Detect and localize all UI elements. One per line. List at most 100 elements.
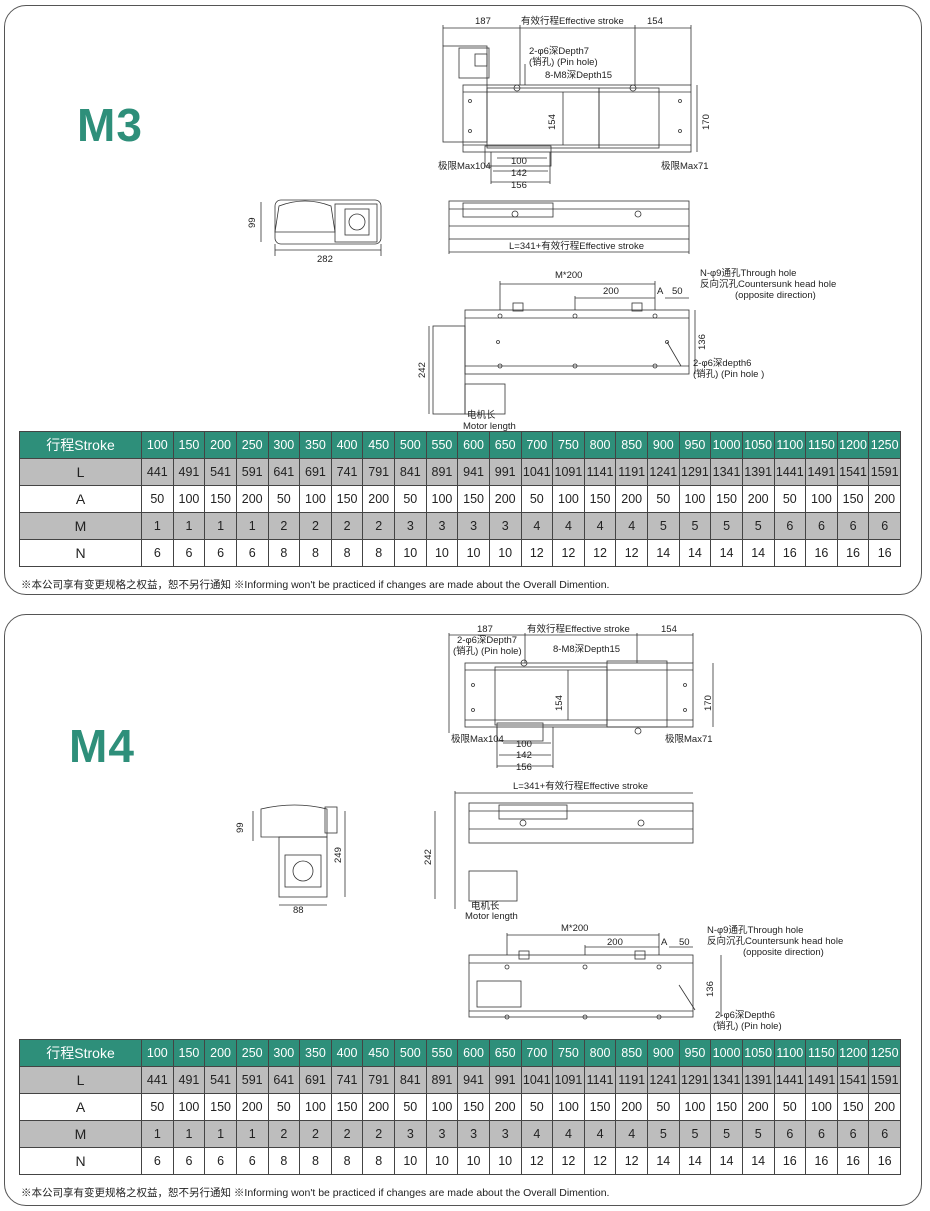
table-cell: 8 <box>267 539 301 567</box>
table-cell: 14 <box>678 1147 712 1175</box>
end-dim-282: 282 <box>317 254 333 265</box>
table-cell: 6 <box>868 512 901 540</box>
table-cell: 850 <box>615 431 648 459</box>
table-cell: 991 <box>488 458 522 486</box>
row-header: M <box>19 1120 142 1148</box>
table-cell: 14 <box>647 1147 680 1175</box>
table-cell: 691 <box>299 1066 332 1094</box>
row-header: A <box>19 1093 142 1121</box>
table-cell: 1 <box>235 1120 269 1148</box>
table-cell: 2 <box>330 512 364 540</box>
table-cell: 800 <box>583 431 617 459</box>
table-cell: 6 <box>235 539 269 567</box>
row-header: L <box>19 1066 142 1094</box>
table-cell: 50 <box>394 1093 427 1121</box>
dim-187: 187 <box>475 16 491 27</box>
table-cell: 100 <box>425 1093 459 1121</box>
label-limit-104: 极限Max104 <box>438 160 491 172</box>
label-thread: 8-M8深Depth15 <box>553 644 620 655</box>
label-countersunk: 反向沉孔Countersunk head hole <box>707 935 843 947</box>
table-cell: 1541 <box>836 1066 870 1094</box>
technical-drawing-m4: 187 有效行程Effective stroke 154 2-φ6深Depth7… <box>235 623 843 1032</box>
table-cell: 2 <box>299 1120 332 1148</box>
table-cell: 200 <box>362 1093 395 1121</box>
table-cell: 1391 <box>741 458 775 486</box>
table-cell: 600 <box>457 431 490 459</box>
table-cell: 5 <box>678 1120 712 1148</box>
table-cell: 50 <box>520 1093 554 1121</box>
label-through-hole: N-φ9通孔Through hole <box>707 925 803 936</box>
table-cell: 650 <box>488 431 522 459</box>
table-cell: 10 <box>488 539 522 567</box>
table-cell: 641 <box>267 1066 301 1094</box>
table-cell: 1000 <box>710 431 743 459</box>
table-cell: 750 <box>552 431 585 459</box>
table-cell: 6 <box>141 1147 174 1175</box>
table-cell: 12 <box>615 1147 648 1175</box>
table-cell: 441 <box>141 458 174 486</box>
table-cell: 841 <box>394 458 427 486</box>
table-cell: 350 <box>299 431 332 459</box>
table-cell: 891 <box>425 1066 459 1094</box>
table-cell: 12 <box>520 539 554 567</box>
dim-100: 100 <box>511 156 527 167</box>
table-cell: 12 <box>520 1147 554 1175</box>
table-cell: 14 <box>710 1147 743 1175</box>
row-header: L <box>19 458 142 486</box>
table-cell: 250 <box>235 431 269 459</box>
table-cell: 100 <box>141 431 174 459</box>
table-cell: 1341 <box>710 1066 743 1094</box>
table-cell: 8 <box>362 1147 395 1175</box>
table-cell: 1141 <box>583 1066 617 1094</box>
table-cell: 100 <box>805 1093 838 1121</box>
table-cell: 1150 <box>805 1039 838 1067</box>
table-cell: 500 <box>394 431 427 459</box>
table-cell: 150 <box>457 1093 490 1121</box>
table-cell: 200 <box>868 1093 901 1121</box>
dim-m200: M*200 <box>561 923 588 934</box>
table-cell: 3 <box>457 512 490 540</box>
table-cell: 200 <box>362 485 395 513</box>
table-cell: 1200 <box>836 431 870 459</box>
table-cell: 10 <box>457 539 490 567</box>
label-pin-hole-a: 2-φ6深Depth7 <box>457 635 517 646</box>
dim-a: A <box>661 937 668 948</box>
table-cell: 6 <box>773 512 807 540</box>
table-cell: 591 <box>235 1066 269 1094</box>
table-cell: 541 <box>204 1066 237 1094</box>
row-header: N <box>19 539 142 567</box>
label-thread: 8-M8深Depth15 <box>545 70 612 81</box>
table-cell: 491 <box>172 458 206 486</box>
table-cell: 1091 <box>552 1066 585 1094</box>
table-cell: 100 <box>678 485 712 513</box>
table-cell: 4 <box>583 1120 617 1148</box>
table-cell: 1250 <box>868 1039 901 1067</box>
table-cell: 2 <box>362 512 395 540</box>
table-cell: 400 <box>330 431 364 459</box>
table-cell: 300 <box>267 431 301 459</box>
table-cell: 100 <box>425 485 459 513</box>
row-header: 行程Stroke <box>19 431 142 459</box>
end-dim-249: 249 <box>333 847 344 863</box>
table-cell: 8 <box>299 1147 332 1175</box>
label-pin-hole-b: (销孔) (Pin hole) <box>453 645 522 657</box>
table-cell: 4 <box>520 1120 554 1148</box>
table-cell: 1041 <box>520 1066 554 1094</box>
table-cell: 2 <box>330 1120 364 1148</box>
table-cell: 1541 <box>836 458 870 486</box>
table-cell: 200 <box>741 1093 775 1121</box>
table-cell: 10 <box>425 1147 459 1175</box>
table-cell: 1491 <box>805 458 838 486</box>
table-cell: 8 <box>267 1147 301 1175</box>
table-cell: 6 <box>836 1120 870 1148</box>
table-cell: 1141 <box>583 458 617 486</box>
label-effective-stroke: 有效行程Effective stroke <box>527 623 630 635</box>
table-cell: 1091 <box>552 458 585 486</box>
dim-170: 170 <box>701 114 712 130</box>
end-dim-99: 99 <box>235 822 246 833</box>
dim-154-top: 154 <box>661 624 677 635</box>
table-cell: 100 <box>805 485 838 513</box>
